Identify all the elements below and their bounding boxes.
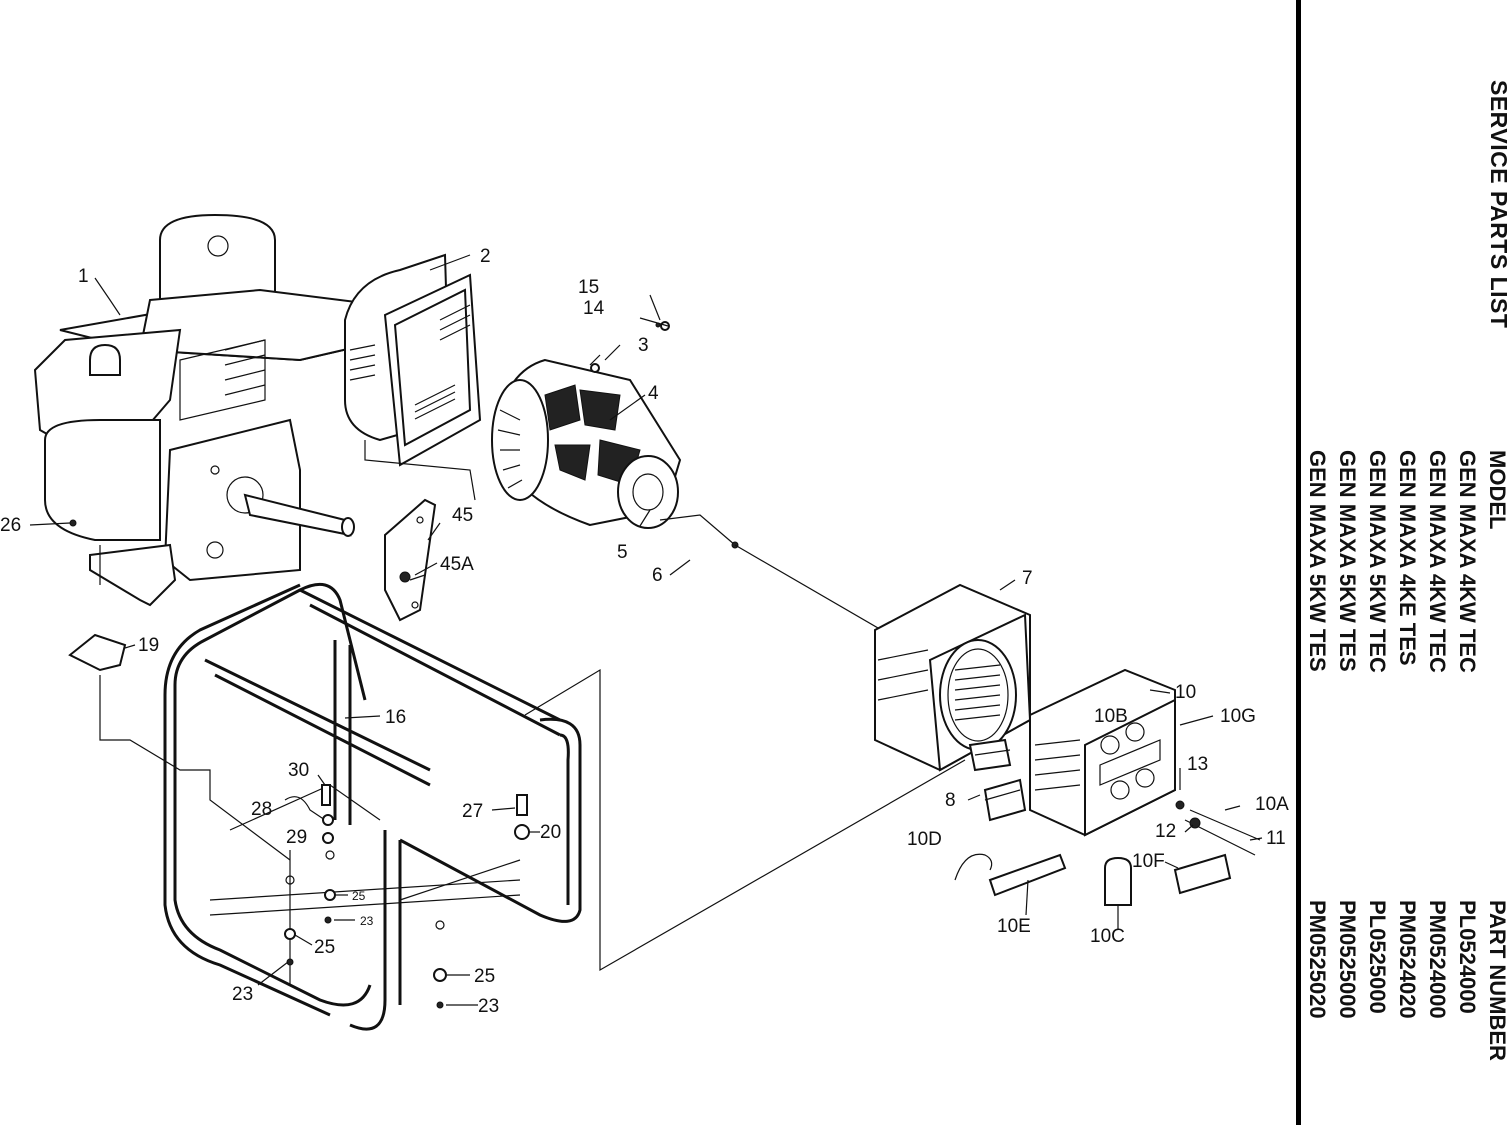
callout-19: 19 — [138, 635, 159, 656]
model-column: MODEL GEN MAXA 4KW TEC GEN MAXA 4KW TEC … — [1302, 450, 1512, 673]
model-row: GEN MAXA 5KW TES — [1305, 450, 1330, 672]
callout-16: 16 — [385, 707, 406, 728]
page-title: SERVICE PARTS LIST — [1486, 80, 1512, 329]
parts-list-header: SERVICE PARTS LIST MODEL GEN MAXA 4KW TE… — [1305, 0, 1512, 1125]
callout-15: 15 — [578, 277, 599, 298]
callout-8: 8 — [945, 790, 956, 811]
callout-10G: 10G — [1220, 706, 1256, 727]
callout-29: 29 — [286, 827, 307, 848]
callout-12: 12 — [1155, 821, 1176, 842]
part-number-row: PM0525020 — [1305, 900, 1330, 1019]
callout-14: 14 — [583, 298, 605, 319]
callout-3: 3 — [638, 335, 649, 356]
frame — [163, 582, 582, 1031]
rotor-assembly — [491, 358, 891, 636]
callout-10A: 10A — [1255, 794, 1289, 815]
callout-4: 4 — [648, 383, 659, 404]
callout-1: 1 — [78, 266, 89, 287]
model-row: GEN MAXA 5KW TEC — [1365, 450, 1390, 673]
callout-23-right: 23 — [478, 996, 499, 1017]
model-row: GEN MAXA 4KW TEC — [1455, 450, 1480, 673]
callout-10E: 10E — [997, 916, 1031, 937]
part-number-row: PL0524000 — [1455, 900, 1480, 1014]
callout-25-right: 25 — [474, 966, 495, 987]
callout-26: 26 — [0, 515, 21, 536]
exploded-parts-diagram: 1 2 15 14 3 4 5 6 45 45A 7 10 10B 10G 13… — [0, 213, 1289, 1031]
callout-45: 45 — [452, 505, 473, 526]
callout-25-small: 25 — [352, 889, 366, 903]
callout-13: 13 — [1187, 754, 1208, 775]
end-cover — [874, 583, 1032, 772]
callout-27: 27 — [462, 801, 483, 822]
assembly-line — [524, 668, 966, 972]
part-number-row: PL0525000 — [1365, 900, 1390, 1014]
small-parts-10c-10f — [954, 853, 1232, 906]
engine — [33, 213, 442, 607]
callout-5: 5 — [617, 542, 628, 563]
callout-10F: 10F — [1132, 851, 1165, 872]
callout-11: 11 — [1266, 828, 1286, 849]
callout-10D: 10D — [907, 829, 942, 850]
bracket-45 — [384, 498, 437, 622]
callout-30: 30 — [288, 760, 309, 781]
terminal-block — [968, 738, 1027, 822]
part-number-column: PART NUMBER PL0524000 PM0524000 PM052402… — [1302, 900, 1512, 1061]
part-number-row: PM0525000 — [1335, 900, 1360, 1019]
callout-10B: 10B — [1094, 706, 1128, 727]
part-number-row: PM0524000 — [1425, 900, 1450, 1019]
model-row: GEN MAXA 4KE TES — [1395, 450, 1420, 666]
callout-2: 2 — [480, 246, 491, 267]
fan-housing — [344, 253, 482, 501]
leader-lines — [29, 254, 1263, 1006]
callout-7: 7 — [1022, 568, 1033, 589]
callout-23-small: 23 — [360, 914, 374, 928]
callout-23: 23 — [232, 984, 253, 1005]
callout-45A: 45A — [440, 554, 474, 575]
part-number-heading: PART NUMBER — [1485, 900, 1510, 1061]
callout-20: 20 — [540, 822, 561, 843]
fasteners-23-30 — [284, 784, 530, 1009]
model-row: GEN MAXA 4KW TEC — [1425, 450, 1450, 673]
callout-10C: 10C — [1090, 926, 1125, 947]
control-panel — [1029, 668, 1261, 856]
callout-28: 28 — [251, 799, 272, 820]
model-row: GEN MAXA 5KW TES — [1335, 450, 1360, 672]
fasteners-3-14-15 — [589, 321, 670, 373]
callout-labels: 1 2 15 14 3 4 5 6 45 45A 7 10 10B 10G 13… — [0, 246, 1289, 1017]
callout-25: 25 — [314, 937, 335, 958]
callout-6: 6 — [652, 565, 663, 586]
part-number-row: PM0524020 — [1395, 900, 1420, 1019]
model-heading: MODEL — [1485, 450, 1510, 530]
callout-10: 10 — [1175, 682, 1196, 703]
divider-line — [1296, 0, 1301, 1125]
